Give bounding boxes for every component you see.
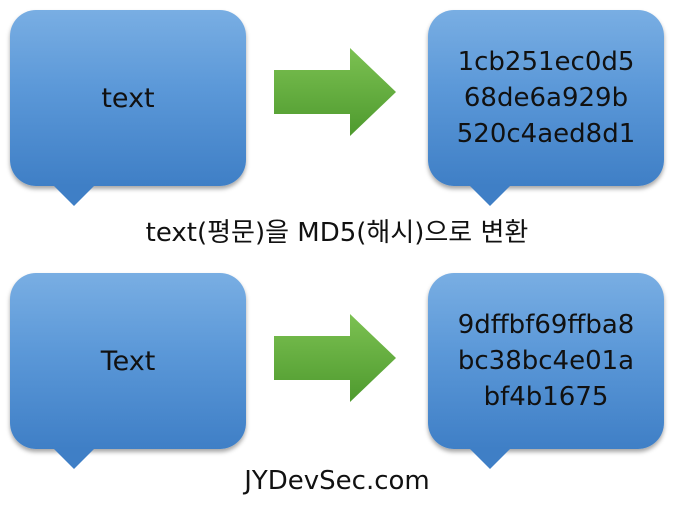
- plaintext-label-2: Text: [100, 345, 156, 377]
- hash-line: 520c4aed8d1: [456, 119, 636, 149]
- hash-line: 9dffbf69ffba8: [457, 310, 635, 340]
- plaintext-label-1: text: [101, 82, 155, 114]
- hash-value-1: 1cb251ec0d5 68de6a929b 520c4aed8d1: [457, 44, 635, 152]
- bubble-tail: [52, 447, 96, 469]
- hash-bubble-2: 9dffbf69ffba8 bc38bc4e01a bf4b1675: [428, 273, 664, 469]
- bubble-tail: [52, 184, 96, 206]
- right-arrow-icon: [274, 314, 396, 402]
- hash-line: 68de6a929b: [463, 83, 629, 113]
- hash-line: 1cb251ec0d5: [457, 47, 635, 77]
- hash-bubble-1: 1cb251ec0d5 68de6a929b 520c4aed8d1: [428, 10, 664, 206]
- hash-line: bc38bc4e01a: [457, 346, 635, 376]
- hash-value-2: 9dffbf69ffba8 bc38bc4e01a bf4b1675: [458, 307, 635, 415]
- plaintext-bubble-2: Text: [10, 273, 246, 469]
- bubble-tail: [468, 184, 512, 206]
- hash-line: bf4b1675: [483, 382, 609, 412]
- bubble-tail: [468, 447, 512, 469]
- caption-1: text(평문)을 MD5(해시)으로 변환: [145, 218, 529, 248]
- right-arrow-icon: [274, 48, 396, 136]
- plaintext-bubble-1: text: [10, 10, 246, 206]
- caption-2: JYDevSec.com: [244, 466, 430, 496]
